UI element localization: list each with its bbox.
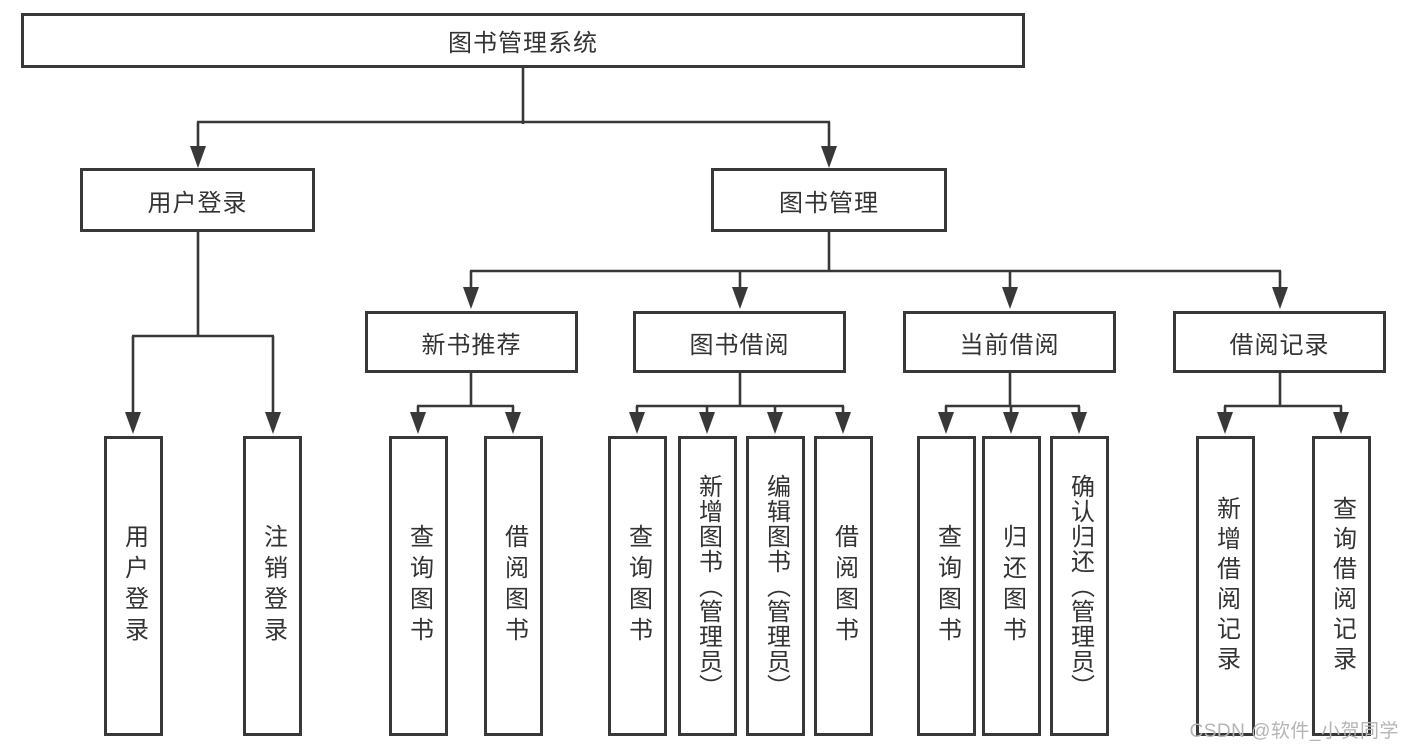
node-new-book-recommend: 新书推荐 bbox=[365, 311, 578, 373]
leaf-query-books-borrow: 查询图书 bbox=[608, 436, 667, 736]
leaf-borrow-books-label: 借阅图书 bbox=[830, 524, 858, 648]
node-current-borrow-label: 当前借阅 bbox=[959, 331, 1060, 359]
leaf-query-books-recommend: 查询图书 bbox=[389, 436, 448, 736]
leaf-borrow-books-recommend: 借阅图书 bbox=[484, 436, 543, 736]
leaf-borrow-books-recommend-label: 借阅图书 bbox=[500, 524, 528, 648]
csdn-watermark: CSDN @软件_小贺同学 bbox=[1189, 721, 1399, 742]
node-book-management: 图书管理 bbox=[711, 168, 947, 232]
leaf-add-borrow-record-label: 新增借阅记录 bbox=[1212, 496, 1240, 676]
node-login-module-label: 用户登录 bbox=[147, 189, 248, 217]
leaf-user-login-label: 用户登录 bbox=[120, 524, 148, 648]
node-borrow-records: 借阅记录 bbox=[1173, 311, 1386, 373]
leaf-query-books-borrow-label: 查询图书 bbox=[624, 524, 652, 648]
leaf-add-book-admin-label: 新增图书（管理员） bbox=[694, 473, 722, 699]
node-new-book-recommend-label: 新书推荐 bbox=[421, 331, 522, 359]
leaf-logout-label: 注销登录 bbox=[259, 524, 287, 648]
leaf-query-books-recommend-label: 查询图书 bbox=[405, 524, 433, 648]
node-borrow-records-label: 借阅记录 bbox=[1229, 331, 1330, 359]
leaf-return-book-label: 归还图书 bbox=[998, 524, 1026, 648]
leaf-add-book-admin: 新增图书（管理员） bbox=[678, 436, 737, 736]
node-book-management-label: 图书管理 bbox=[779, 189, 879, 217]
node-book-borrow: 图书借阅 bbox=[633, 311, 846, 373]
node-current-borrow: 当前借阅 bbox=[903, 311, 1116, 373]
leaf-user-login: 用户登录 bbox=[104, 436, 163, 736]
leaf-edit-book-admin: 编辑图书（管理员） bbox=[746, 436, 805, 736]
leaf-return-book: 归还图书 bbox=[982, 436, 1041, 736]
leaf-logout: 注销登录 bbox=[243, 436, 302, 736]
leaf-query-borrow-record-label: 查询借阅记录 bbox=[1328, 496, 1356, 676]
leaf-query-books-current-label: 查询图书 bbox=[933, 524, 961, 648]
leaf-query-books-current: 查询图书 bbox=[917, 436, 976, 736]
leaf-edit-book-admin-label: 编辑图书（管理员） bbox=[762, 473, 790, 699]
leaf-add-borrow-record: 新增借阅记录 bbox=[1196, 436, 1255, 736]
leaf-confirm-return-admin: 确认归还（管理员） bbox=[1050, 436, 1109, 736]
leaf-confirm-return-admin-label: 确认归还（管理员） bbox=[1066, 473, 1094, 699]
leaf-query-borrow-record: 查询借阅记录 bbox=[1312, 436, 1371, 736]
leaf-borrow-books: 借阅图书 bbox=[814, 436, 873, 736]
node-book-borrow-label: 图书借阅 bbox=[689, 331, 790, 359]
node-library-system-label: 图书管理系统 bbox=[448, 30, 598, 57]
node-library-system: 图书管理系统 bbox=[21, 13, 1025, 68]
node-login-module: 用户登录 bbox=[80, 168, 315, 232]
